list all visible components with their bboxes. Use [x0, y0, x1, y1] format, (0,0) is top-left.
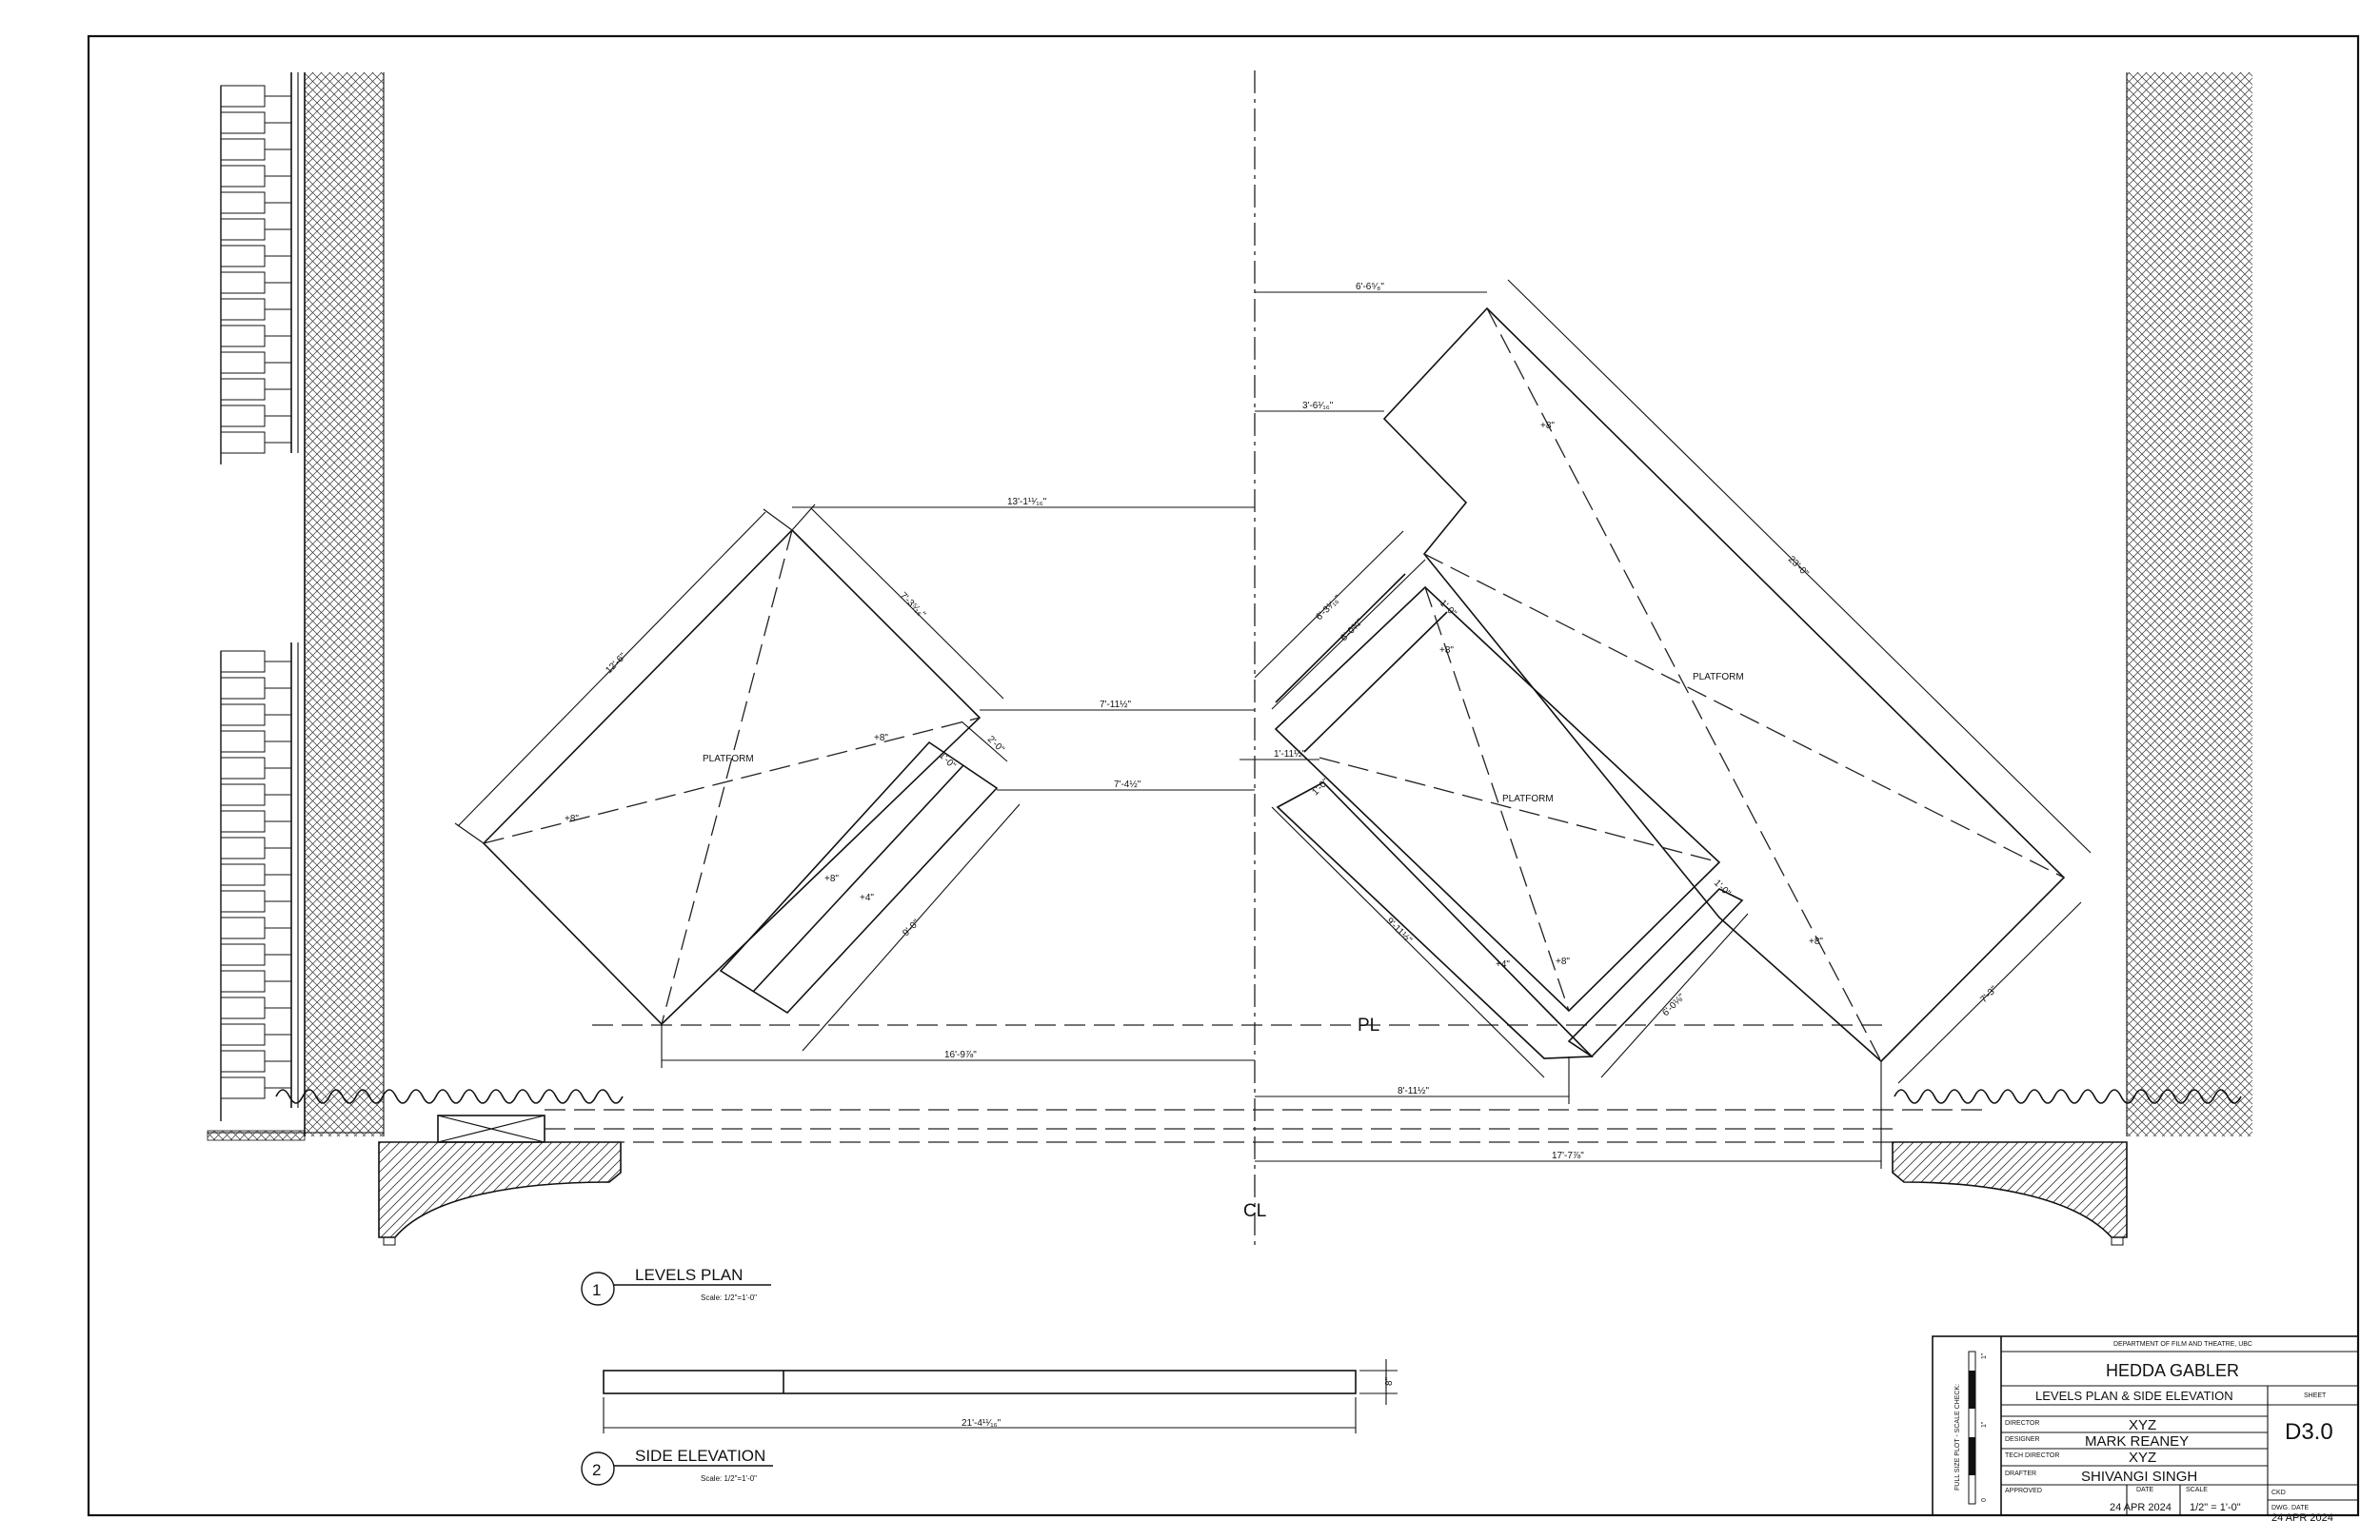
svg-text:8": 8" [1384, 1376, 1395, 1386]
tb-date: 24 APR 2024 [2110, 1502, 2172, 1513]
view-2-scale: Scale: 1/2"=1'-0" [701, 1474, 757, 1483]
tb-sheet-number: D3.0 [2285, 1419, 2333, 1445]
centerline-label: CL [1243, 1201, 1266, 1221]
left-wall-hatch [305, 72, 384, 1136]
right-platform-label: PLATFORM [1693, 672, 1744, 682]
right-platforms: PLATFORM +8" +8" PLATFORM +8" +4" +8" 6'… [1254, 279, 2092, 1084]
left-level-8-a: +8" [565, 814, 579, 824]
svg-text:1'-0": 1'-0" [937, 750, 958, 771]
middle-platform-label: PLATFORM [1502, 794, 1554, 804]
svg-text:1: 1 [592, 1281, 601, 1299]
svg-text:DRAFTER: DRAFTER [2005, 1471, 2036, 1477]
tb-drawing-title: LEVELS PLAN & SIDE ELEVATION [2035, 1389, 2233, 1403]
svg-text:DIRECTOR: DIRECTOR [2005, 1420, 2039, 1427]
title-block: DEPARTMENT OF FILM AND THEATRE, UBC HEDD… [1932, 1335, 2359, 1524]
left-level-8-b: +8" [874, 733, 888, 743]
tb-department: DEPARTMENT OF FILM AND THEATRE, UBC [2113, 1341, 2252, 1348]
svg-text:2: 2 [592, 1461, 601, 1479]
tb-drafter: SHIVANGI SINGH [2081, 1469, 2197, 1485]
svg-text:1'-11½": 1'-11½" [1274, 749, 1306, 760]
svg-text:SCALE: SCALE [2186, 1487, 2208, 1493]
svg-text:DWG. DATE: DWG. DATE [2271, 1505, 2309, 1511]
tb-dwg-date: 24 APR 2024 [2271, 1512, 2333, 1524]
svg-text:3'-6¹⁄₁₆": 3'-6¹⁄₁₆" [1302, 401, 1334, 411]
tb-designer: MARK REANEY [2085, 1433, 2189, 1450]
svg-text:21'-4¹¹⁄₁₆": 21'-4¹¹⁄₁₆" [962, 1418, 1002, 1429]
svg-text:7'-3⁵⁄₁₆": 7'-3⁵⁄₁₆" [898, 590, 928, 621]
svg-text:SHEET: SHEET [2304, 1392, 2327, 1399]
svg-text:17'-7⅞": 17'-7⅞" [1552, 1151, 1584, 1161]
lineset-rail [220, 72, 299, 1121]
tb-scale: 1/2" = 1'-0" [2190, 1502, 2241, 1513]
curtain-left [275, 1089, 624, 1104]
left-step-level-4: +4" [860, 893, 874, 903]
tb-scale-check: FULL SIZE PLOT - SCALE CHECK: [1954, 1384, 1961, 1491]
view-1-title: LEVELS PLAN [635, 1266, 743, 1284]
svg-text:+8": +8" [1540, 421, 1555, 431]
svg-text:+8": +8" [1556, 957, 1570, 967]
proscenium-left [378, 1141, 622, 1238]
svg-text:7'-4½": 7'-4½" [1114, 780, 1141, 790]
svg-text:1": 1" [1981, 1421, 1988, 1428]
tb-director: XYZ [2129, 1417, 2156, 1433]
right-wall-hatch [2127, 72, 2252, 1136]
side-elevation: 21'-4¹¹⁄₁₆" 8" [603, 1359, 1398, 1433]
svg-text:6'-3¹⁄₁₆": 6'-3¹⁄₁₆" [1314, 593, 1343, 622]
horizontal-dimensions: 13'-1¹¹⁄₁₆" 6'-6⁵⁄₈" 3'-6¹⁄₁₆" 7'-11½" 7… [661, 282, 1882, 1169]
svg-text:9'-0": 9'-0" [901, 918, 922, 938]
left-platform: PLATFORM +8" +8" +8" +4" 12'-6" 7'-3⁵⁄₁₆… [454, 503, 1021, 1052]
view-2-title: SIDE ELEVATION [635, 1447, 765, 1465]
tb-tech-director: XYZ [2129, 1450, 2156, 1466]
svg-text:6'-6⁵⁄₈": 6'-6⁵⁄₈" [1356, 282, 1384, 292]
plaster-line-label: PL [1358, 1016, 1379, 1036]
svg-text:TECH DIRECTOR: TECH DIRECTOR [2005, 1452, 2059, 1459]
svg-text:0: 0 [1981, 1498, 1988, 1502]
svg-text:+4": +4" [1496, 959, 1510, 970]
svg-text:8'-11½": 8'-11½" [1398, 1086, 1430, 1096]
view-1-label: 1 LEVELS PLAN Scale: 1/2"=1'-0" [581, 1266, 771, 1306]
stage-house [207, 72, 2252, 1246]
tb-production: HEDDA GABLER [2106, 1361, 2239, 1380]
left-step-level-8: +8" [824, 874, 839, 884]
sheet-border [87, 34, 2360, 1517]
svg-text:7'-11½": 7'-11½" [1100, 700, 1132, 710]
svg-text:APPROVED: APPROVED [2005, 1488, 2042, 1494]
svg-text:7'-3": 7'-3" [1978, 984, 1999, 1005]
svg-text:DATE: DATE [2136, 1487, 2153, 1493]
svg-text:+8": +8" [1439, 645, 1454, 656]
view-2-label: 2 SIDE ELEVATION Scale: 1/2"=1'-0" [581, 1447, 773, 1486]
svg-text:DESIGNER: DESIGNER [2005, 1436, 2040, 1443]
svg-text:13'-1¹¹⁄₁₆": 13'-1¹¹⁄₁₆" [1007, 497, 1047, 507]
svg-text:23'-0": 23'-0" [1786, 554, 1811, 579]
curtain-right [1894, 1089, 2242, 1104]
svg-text:+8": +8" [1809, 937, 1823, 947]
svg-text:1": 1" [1981, 1352, 1988, 1359]
view-1-scale: Scale: 1/2"=1'-0" [701, 1293, 757, 1302]
svg-text:CKD: CKD [2271, 1490, 2286, 1496]
svg-text:16'-9⅞": 16'-9⅞" [944, 1050, 977, 1060]
proscenium-right [1892, 1141, 2128, 1238]
left-platform-label: PLATFORM [703, 754, 754, 764]
svg-text:1'-0": 1'-0" [1712, 878, 1733, 898]
